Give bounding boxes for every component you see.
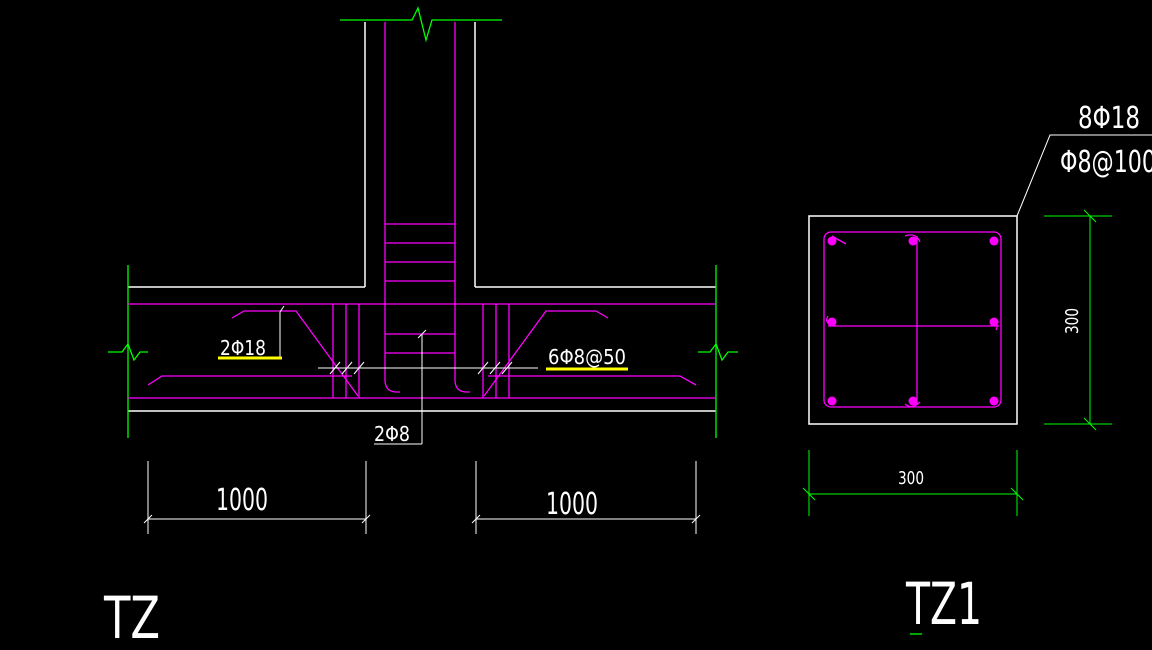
stirrup-spec-label: 6Φ8@50 bbox=[548, 345, 626, 369]
dim-right-text: 1000 bbox=[546, 487, 598, 522]
leader-lines bbox=[279, 305, 538, 445]
tz1-section: 8Φ18 Φ8@100 300 300 TZ1 bbox=[802, 101, 1152, 638]
dim-left-text: 1000 bbox=[216, 483, 268, 518]
section-stirrups bbox=[823, 231, 1002, 408]
left-long-bar-label: 2Φ18 bbox=[220, 336, 266, 360]
highlight-underlines bbox=[218, 356, 628, 371]
section-rebar-dots bbox=[827, 236, 999, 406]
column-rebars bbox=[384, 22, 470, 393]
title-tz1: TZ1 bbox=[905, 570, 982, 638]
section-height-text: 300 bbox=[1062, 308, 1083, 334]
section-leader bbox=[1016, 134, 1152, 217]
bottom-bar-label: 2Φ8 bbox=[374, 422, 410, 446]
section-outline bbox=[808, 215, 1018, 425]
beam-break-lines bbox=[108, 265, 738, 438]
section-dim-horizontal bbox=[802, 450, 1024, 516]
tz-elevation: 2Φ18 6Φ8@50 2Φ8 1000 1000 TZ bbox=[103, 6, 738, 650]
title-tz: TZ bbox=[103, 584, 160, 650]
section-stirrup-label: Φ8@100 bbox=[1060, 145, 1152, 180]
section-main-bar-label: 8Φ18 bbox=[1078, 101, 1140, 136]
dimension-lines bbox=[143, 461, 701, 534]
section-width-text: 300 bbox=[898, 468, 924, 489]
section-dim-vertical bbox=[1044, 209, 1112, 431]
column-break-line bbox=[340, 6, 502, 43]
